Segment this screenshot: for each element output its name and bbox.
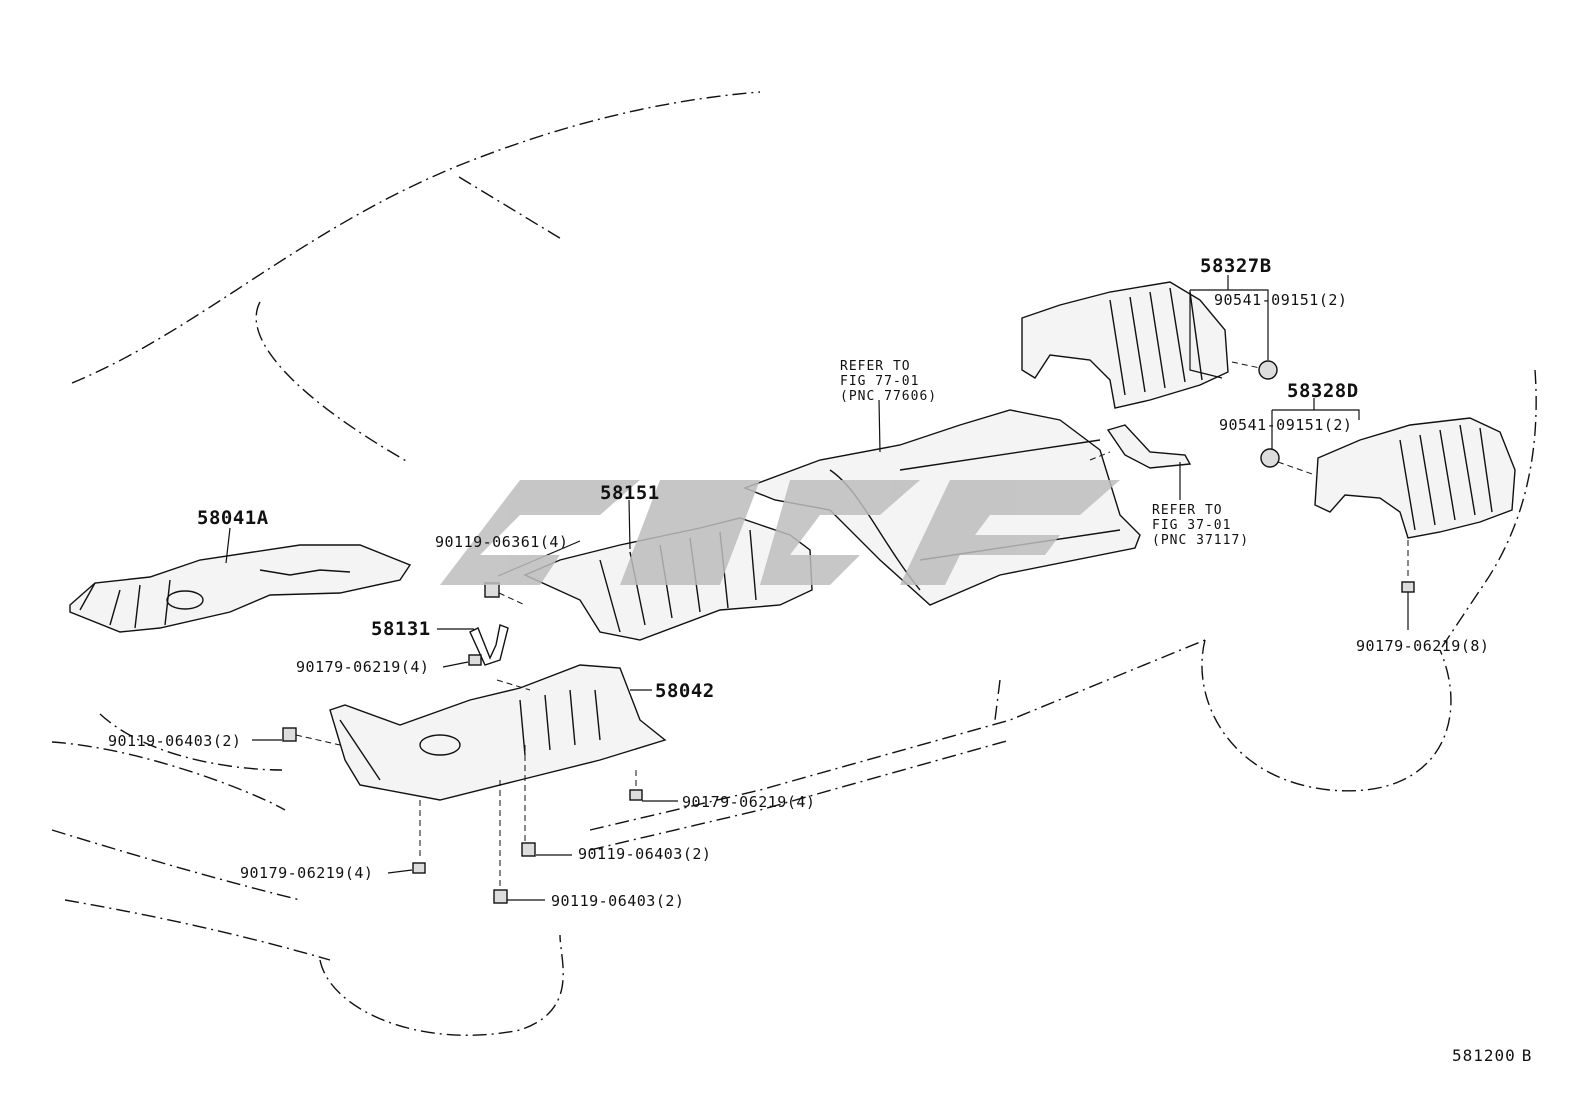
part-label-58328D: 58328D <box>1287 380 1359 402</box>
fastener-label-90179-06219-c: 90179-06219(4) <box>240 864 374 882</box>
leader-lines <box>225 275 1409 901</box>
shield-58041A <box>69 544 412 633</box>
part-label-58131: 58131 <box>371 618 431 640</box>
fastener-label-90119-06403-b: 90119-06403(2) <box>578 845 712 863</box>
fastener-label-90179-06219-b: 90179-06219(4) <box>682 793 816 811</box>
fastener-label-90119-06403-c: 90119-06403(2) <box>551 892 685 910</box>
bracket-58131 <box>469 624 509 666</box>
watermark-logo <box>440 480 1120 585</box>
car-body-outline <box>51 91 1537 1036</box>
part-label-58041A: 58041A <box>197 507 269 529</box>
part-label-58042: 58042 <box>655 680 715 702</box>
fastener-label-90179-06219-a: 90179-06219(4) <box>296 658 430 676</box>
figure-number: 581200 B <box>1452 1048 1532 1064</box>
reference-fig-77-01: REFER TO FIG 77-01 (PNC 77606) <box>840 359 938 404</box>
fastener-label-90541-09151-a: 90541-09151(2) <box>1214 291 1348 309</box>
figure-id: 581200 <box>1452 1046 1516 1065</box>
shield-58327B <box>1021 281 1229 409</box>
fastener-symbols <box>282 360 1415 904</box>
fastener-label-90541-09151-b: 90541-09151(2) <box>1219 416 1353 434</box>
fastener-label-90119-06361: 90119-06361(4) <box>435 533 569 551</box>
fastener-label-90119-06403-a: 90119-06403(2) <box>108 732 242 750</box>
figure-suffix: B <box>1521 1046 1533 1065</box>
attachment-lines <box>295 361 1409 890</box>
reference-fig-37-01: REFER TO FIG 37-01 (PNC 37117) <box>1152 503 1250 548</box>
fastener-label-90179-06219-8: 90179-06219(8) <box>1356 637 1490 655</box>
bracket-ref-37 <box>1106 424 1192 469</box>
part-label-58151: 58151 <box>600 482 660 504</box>
part-label-58327B: 58327B <box>1200 255 1272 277</box>
shield-58328D <box>1314 417 1516 539</box>
shield-58042 <box>329 664 667 801</box>
